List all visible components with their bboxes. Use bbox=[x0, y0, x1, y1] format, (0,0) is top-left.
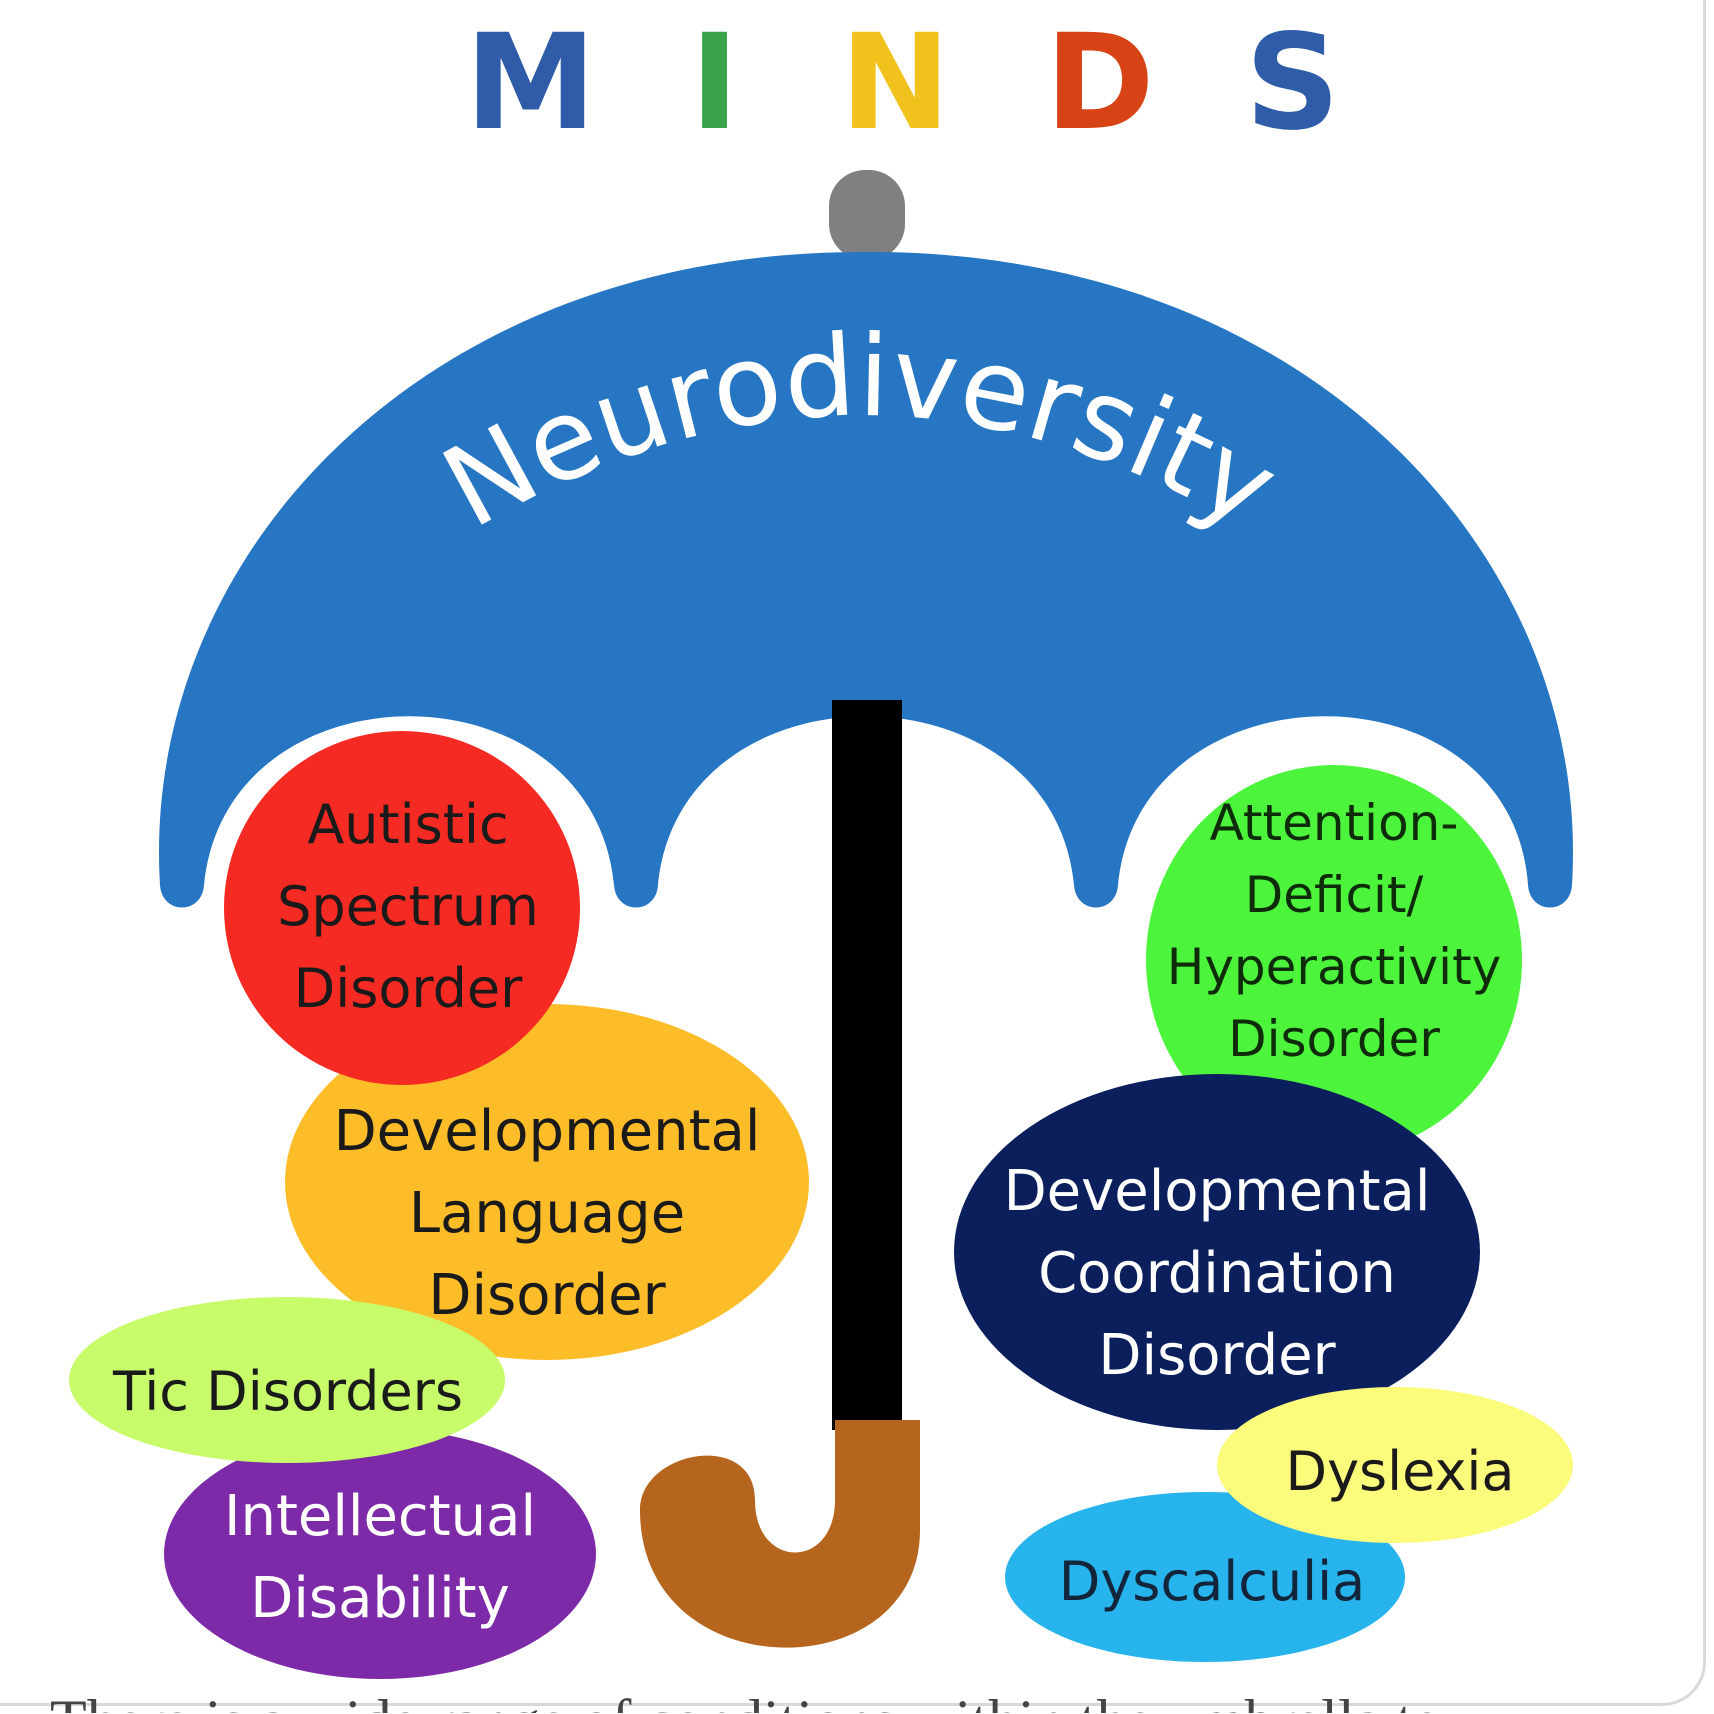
id-label-line: Disability bbox=[250, 1566, 510, 1631]
asd-label-line: Spectrum bbox=[277, 875, 539, 938]
umbrella-handle bbox=[640, 1420, 920, 1648]
dyscalculia-label-line: Dyscalculia bbox=[1059, 1550, 1365, 1613]
umbrella-canopy bbox=[158, 251, 1574, 908]
asd-label-line: Autistic bbox=[307, 793, 508, 856]
title-letter-n: N bbox=[840, 6, 951, 160]
intellectual-disability-bubble bbox=[164, 1429, 596, 1679]
tic-label-line: Tic Disorders bbox=[112, 1360, 463, 1423]
dld-label-line: Language bbox=[409, 1181, 685, 1246]
dcd-label-line: Disorder bbox=[1098, 1323, 1336, 1388]
dyslexia-label: Dyslexia bbox=[1286, 1440, 1515, 1503]
dyscalculia-label: Dyscalculia bbox=[1059, 1550, 1365, 1613]
title-letter-m: M bbox=[465, 6, 597, 160]
umbrella-shaft bbox=[832, 700, 902, 1430]
adhd-label-line: Hyperactivity bbox=[1167, 938, 1502, 996]
dld-label-line: Developmental bbox=[334, 1099, 761, 1164]
dcd-label-line: Developmental bbox=[1004, 1159, 1431, 1224]
title-letter-d: D bbox=[1045, 6, 1155, 160]
umbrella-tip bbox=[829, 170, 905, 260]
tic-disorders-bubble bbox=[69, 1297, 505, 1463]
dyscalculia-bubble bbox=[1005, 1492, 1405, 1662]
minds-title: M I N D S bbox=[0, 8, 1714, 158]
tic-disorders-label: Tic Disorders bbox=[112, 1360, 463, 1423]
condition-dyslexia: Dyslexia bbox=[1217, 1387, 1573, 1543]
condition-tic: Tic Disorders bbox=[69, 1297, 505, 1463]
title-letter-i: I bbox=[690, 6, 740, 160]
id-label-line: Intellectual bbox=[224, 1484, 536, 1549]
dcd-label-line: Coordination bbox=[1038, 1241, 1396, 1306]
dyslexia-label-line: Dyslexia bbox=[1286, 1440, 1515, 1503]
developmental-coordination-disorder-bubble bbox=[954, 1074, 1480, 1430]
dld-label-line: Disorder bbox=[428, 1263, 666, 1328]
adhd-bubble bbox=[1146, 765, 1522, 1155]
adhd-label-line: Disorder bbox=[1228, 1010, 1440, 1068]
developmental-language-disorder-bubble bbox=[285, 1004, 809, 1360]
adhd-label-line: Attention- bbox=[1210, 794, 1459, 852]
clipped-caption-text: There is a wide range of conditions with… bbox=[50, 1693, 1450, 1713]
asd-label-line: Disorder bbox=[294, 957, 524, 1020]
title-letter-s: S bbox=[1245, 6, 1341, 160]
autistic-spectrum-disorder-bubble bbox=[224, 731, 580, 1085]
condition-dyscalculia: Dyscalculia bbox=[1005, 1492, 1405, 1662]
clipped-caption: There is a wide range of conditions with… bbox=[50, 1693, 1450, 1713]
dyslexia-bubble bbox=[1217, 1387, 1573, 1543]
adhd-label-line: Deficit/ bbox=[1245, 866, 1424, 924]
